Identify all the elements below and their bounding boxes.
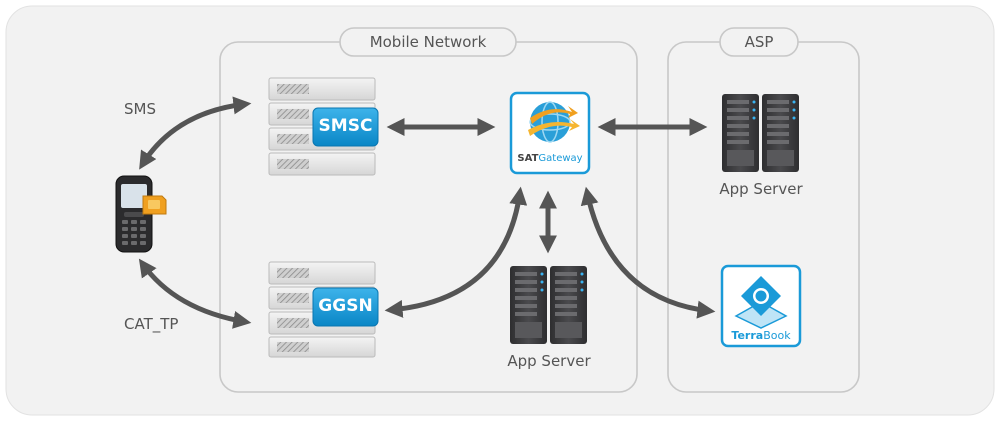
- arrow-ggsn-gateway: [384, 186, 528, 318]
- asp-app-server-icon: [722, 94, 799, 172]
- sat-gateway-box: [509, 91, 591, 175]
- sms-label: SMS: [124, 100, 156, 118]
- terrabook-label: TerraBook: [722, 329, 800, 342]
- asp-label: ASP: [744, 33, 774, 51]
- terrabook-suffix: Book: [763, 329, 791, 342]
- mobile-app-server-caption: App Server: [507, 352, 591, 370]
- asp-app-server-caption: App Server: [719, 180, 803, 198]
- arrow-gateway-terrabook: [580, 186, 716, 319]
- ggsn-badge: [312, 287, 379, 327]
- asp-tab: [719, 27, 799, 57]
- arrow-phone-smsc: [139, 96, 252, 170]
- mobile-network-label: Mobile Network: [369, 33, 487, 51]
- ggsn-label: GGSN: [318, 296, 373, 316]
- smsc-badge: [312, 107, 379, 147]
- smsc-server-rack: [268, 77, 379, 176]
- ggsn-server-rack: [268, 261, 379, 358]
- connector-arrows: [138, 96, 716, 329]
- globe-icon: [530, 102, 570, 142]
- sat-gateway-suffix: Gateway: [538, 153, 583, 164]
- mobile-app-server-icon: [510, 266, 587, 344]
- terrabook-brand: Terra: [731, 329, 764, 342]
- sat-gateway-brand: SAT: [517, 153, 539, 164]
- sat-gateway-label: SATGateway: [511, 153, 589, 164]
- cat-tp-label: CAT_TP: [124, 315, 179, 333]
- arrow-phone-ggsn: [138, 258, 252, 329]
- mobile-network-tab: [339, 27, 517, 57]
- smsc-label: SMSC: [318, 116, 373, 136]
- terrabook-box: [720, 264, 802, 348]
- mobile-phone-icon: [115, 175, 167, 253]
